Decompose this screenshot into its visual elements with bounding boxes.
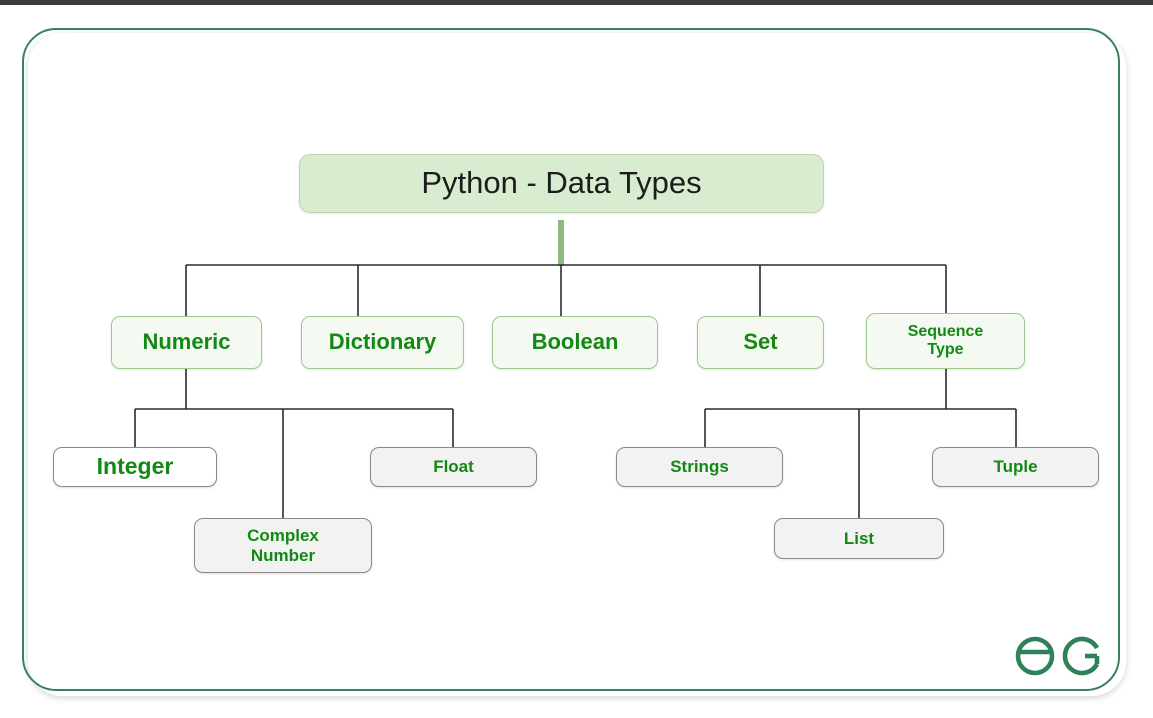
top-bar <box>0 0 1153 5</box>
node-complex-number[interactable]: Complex Number <box>194 518 372 573</box>
node-label: Float <box>433 457 474 477</box>
node-label: List <box>843 528 875 548</box>
node-label: Integer <box>96 453 174 480</box>
node-strings[interactable]: Strings <box>616 447 783 487</box>
node-label: Python - Data Types <box>421 165 702 201</box>
node-dictionary[interactable]: Dictionary <box>301 316 464 369</box>
node-label: Boolean <box>531 329 619 355</box>
node-float[interactable]: Float <box>370 447 537 487</box>
node-label: Dictionary <box>328 329 437 355</box>
node-list[interactable]: List <box>774 518 944 559</box>
node-integer[interactable]: Integer <box>53 447 217 487</box>
node-boolean[interactable]: Boolean <box>492 316 658 369</box>
outer-frame <box>22 28 1120 691</box>
node-set[interactable]: Set <box>697 316 824 369</box>
node-root-python-data-types[interactable]: Python - Data Types <box>299 154 824 213</box>
node-tuple[interactable]: Tuple <box>932 447 1099 487</box>
geeksforgeeks-logo <box>1009 628 1105 680</box>
node-label: Set <box>743 329 778 355</box>
node-label: Strings <box>670 457 729 477</box>
node-label: Sequence Type <box>907 323 984 358</box>
node-numeric[interactable]: Numeric <box>111 316 262 369</box>
node-label: Numeric <box>142 329 231 355</box>
node-sequence-type[interactable]: Sequence Type <box>866 313 1025 369</box>
node-label: Tuple <box>993 457 1038 477</box>
node-label: Complex Number <box>247 526 319 565</box>
